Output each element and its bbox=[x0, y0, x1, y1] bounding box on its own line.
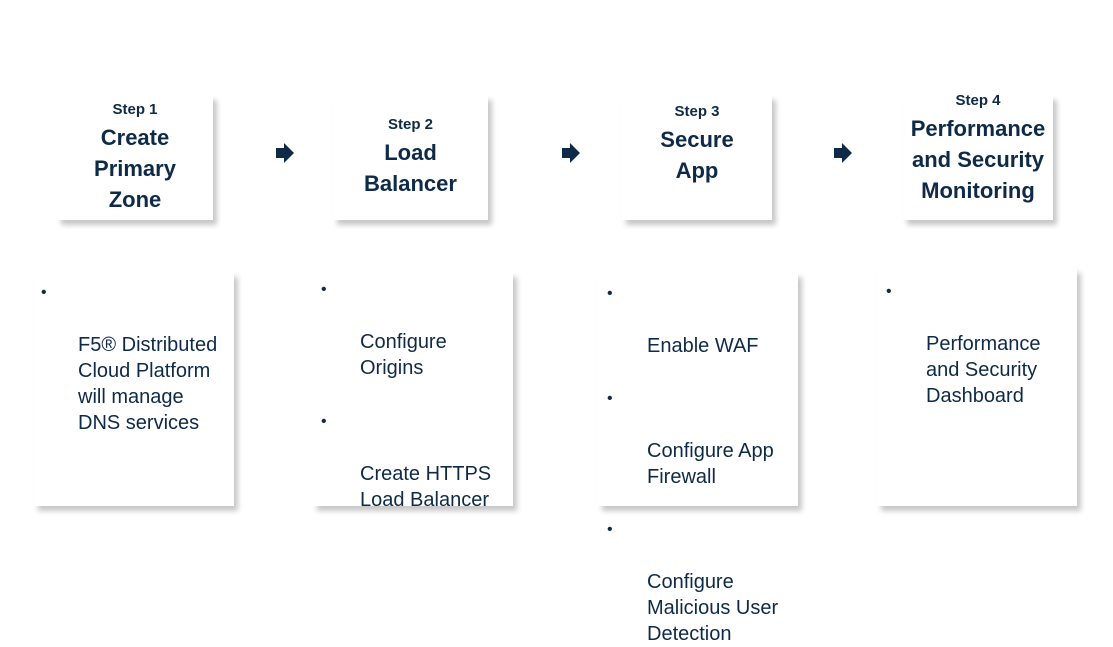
right-arrow-icon bbox=[834, 143, 852, 163]
step-4-box: Step 4 Performance and Security Monitori… bbox=[903, 91, 1053, 220]
step-2-box: Step 2 Load Balancer bbox=[333, 95, 488, 220]
bullet: • bbox=[321, 281, 327, 298]
right-arrow-icon bbox=[276, 143, 294, 163]
step-2-title: Load Balancer bbox=[364, 140, 457, 196]
step-1-details-box: • F5® Distributed Cloud Platform will ma… bbox=[34, 272, 234, 506]
step-3-title: Secure App bbox=[660, 127, 734, 183]
step-1-label: Step 1 bbox=[112, 100, 158, 118]
step-3-box: Step 3 Secure App bbox=[622, 95, 772, 220]
detail-item: • Enable WAF bbox=[598, 281, 798, 359]
step-3-details-box: • Enable WAF • Configure App Firewall • … bbox=[598, 272, 798, 645]
detail-item-text: Configure Malicious User Detection bbox=[647, 571, 779, 645]
detail-item: • F5® Distributed Cloud Platform will ma… bbox=[34, 280, 234, 436]
step-4-details-box: • Performance and Security Dashboard bbox=[877, 268, 1077, 506]
detail-item-text: Enable WAF bbox=[647, 335, 759, 357]
right-arrow-icon bbox=[562, 143, 580, 163]
detail-item-text: F5® Distributed Cloud Platform will mana… bbox=[78, 334, 218, 434]
bullet: • bbox=[41, 284, 47, 301]
detail-item: • Configure Malicious User Detection bbox=[598, 517, 798, 647]
step-1-title: Create Primary Zone bbox=[94, 124, 176, 212]
step-2-label: Step 2 bbox=[387, 116, 433, 133]
step-4-label: Step 4 bbox=[955, 91, 1001, 109]
step-3-label: Step 3 bbox=[674, 103, 720, 120]
step-4-title: Performance and Security Monitoring bbox=[910, 115, 1046, 203]
detail-item: • Configure Origins bbox=[313, 277, 513, 381]
step-2-details-box: • Configure Origins • Create HTTPS Load … bbox=[313, 272, 513, 511]
detail-item-text: Configure App Firewall bbox=[647, 440, 774, 488]
detail-item-text: Performance and Security Dashboard bbox=[926, 333, 1041, 407]
detail-item-text: Create HTTPS Load Balancer bbox=[360, 463, 492, 511]
bullet: • bbox=[607, 521, 613, 538]
detail-item-text: Configure Origins bbox=[360, 331, 447, 379]
detail-item: • Configure App Firewall bbox=[598, 386, 798, 490]
bullet: • bbox=[321, 413, 327, 430]
step-1-box: Step 1 Create Primary Zone bbox=[57, 95, 213, 220]
bullet: • bbox=[607, 390, 613, 407]
detail-item: • Create HTTPS Load Balancer bbox=[313, 409, 513, 513]
bullet: • bbox=[886, 283, 892, 300]
bullet: • bbox=[607, 285, 613, 302]
detail-item: • Performance and Security Dashboard bbox=[877, 279, 1077, 409]
